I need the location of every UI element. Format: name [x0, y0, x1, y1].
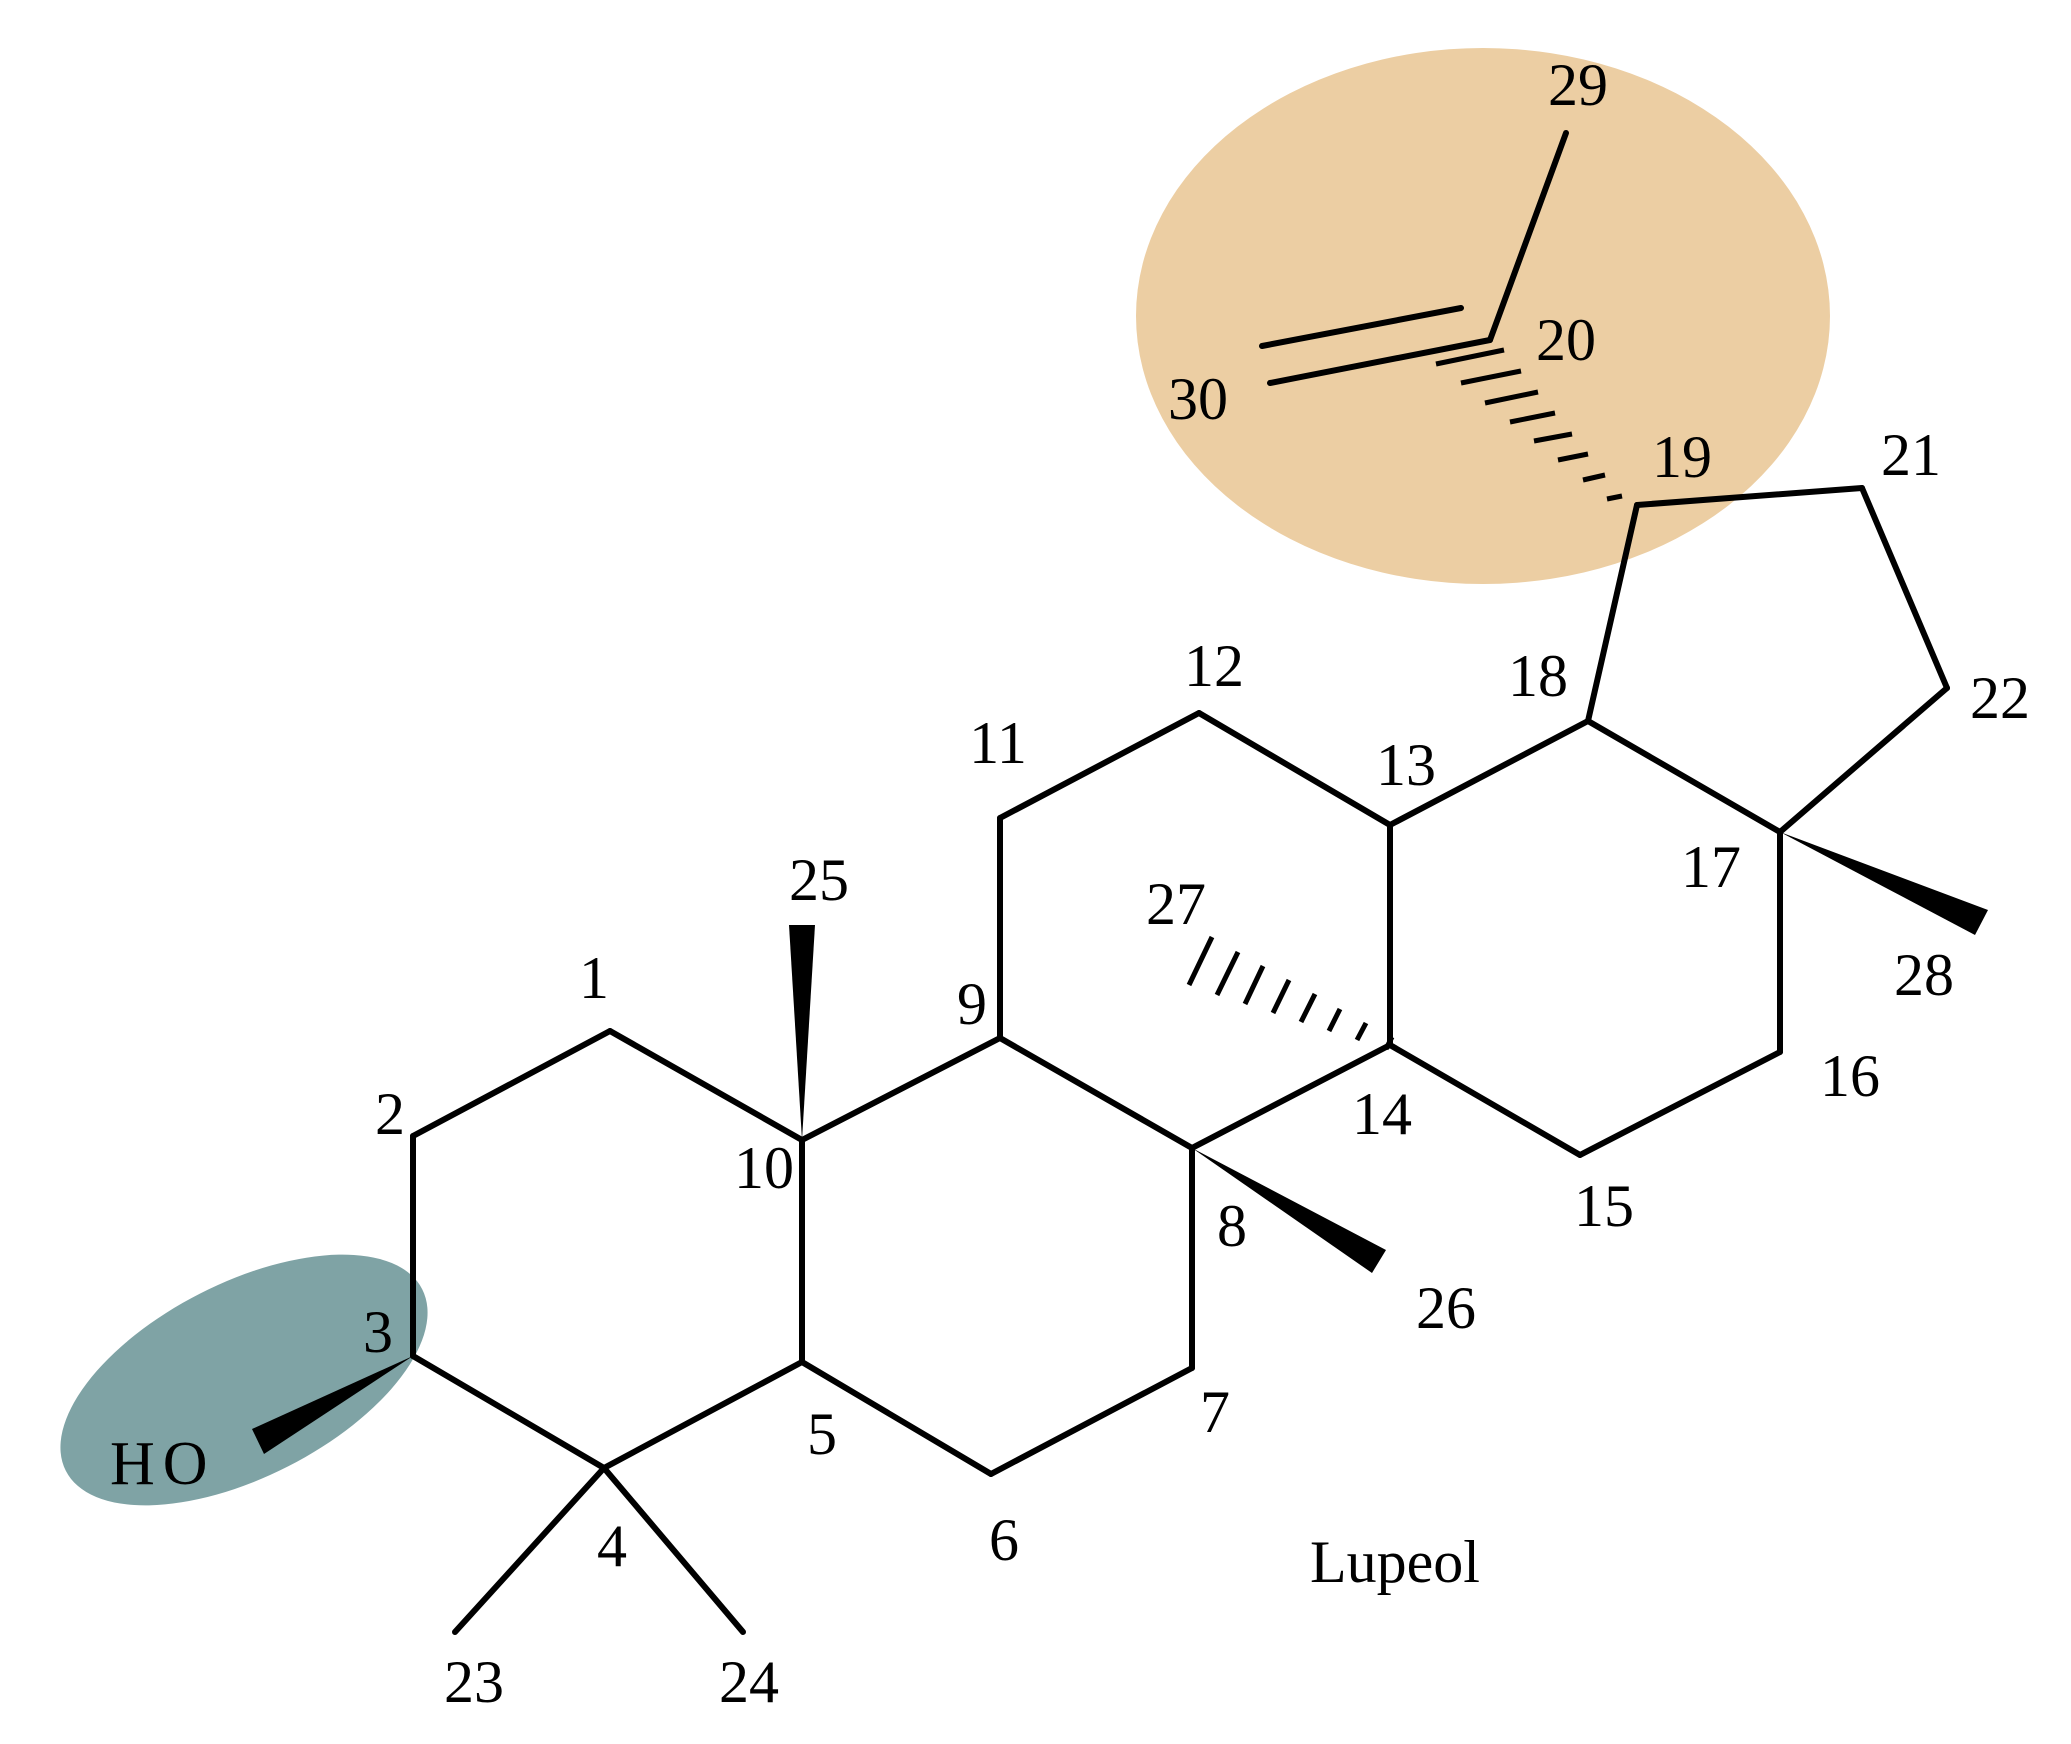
bond-c4-c24 [601, 1465, 746, 1635]
hydroxyl-label: HO [110, 1430, 216, 1498]
wedge-bond-c3-oh [252, 1356, 413, 1454]
bond-c20-c29 [1487, 130, 1569, 343]
wedge-bond-c17-c28 [1780, 832, 1988, 935]
label-c20: 20 [1536, 307, 1596, 373]
bond-c5-c6 [799, 1359, 994, 1477]
label-c8: 8 [1217, 1193, 1247, 1259]
label-c2: 2 [375, 1081, 405, 1147]
label-c24: 24 [719, 1649, 779, 1715]
bond-c14-c8 [1189, 1042, 1393, 1151]
label-c10: 10 [734, 1135, 794, 1201]
label-c7: 7 [1200, 1379, 1230, 1445]
label-c4: 4 [597, 1513, 627, 1579]
bond-c20-c30-outer [1267, 337, 1493, 386]
bond-c1-c2 [410, 1028, 613, 1139]
hashed-bond-c19-c20 [1435, 347, 1623, 502]
wedge-bond-c10-c25 [789, 925, 815, 1140]
label-c9: 9 [957, 971, 987, 1037]
label-c21: 21 [1881, 422, 1941, 488]
bond-c4-c5 [601, 1359, 805, 1471]
bond-c15-c16 [1577, 1049, 1783, 1158]
atom-labels: 1 2 3 4 5 6 7 8 9 10 11 12 13 14 15 16 1… [363, 52, 2030, 1715]
label-c26: 26 [1416, 1275, 1476, 1341]
label-c17: 17 [1681, 834, 1741, 900]
label-c1: 1 [579, 945, 609, 1011]
hydroxyl-highlight [60, 1254, 428, 1506]
bond-skeleton [410, 130, 1950, 1635]
label-c14: 14 [1352, 1081, 1412, 1147]
bond-c10-c1 [607, 1028, 805, 1143]
bond-c19-c21 [1634, 485, 1865, 508]
bond-c20-c30-inner [1259, 305, 1464, 349]
label-c13: 13 [1376, 732, 1436, 798]
label-c28: 28 [1894, 942, 1954, 1008]
bond-c8-c9 [997, 1035, 1195, 1151]
bond-c12-c13 [1196, 710, 1393, 828]
bond-c9-c10 [799, 1035, 1003, 1143]
bond-c18-c19 [1585, 502, 1640, 724]
molecule-name: Lupeol [1310, 1529, 1480, 1595]
label-c22: 22 [1970, 665, 2030, 731]
bond-c6-c7 [988, 1365, 1195, 1477]
label-c30: 30 [1168, 366, 1228, 432]
bond-c18-c13 [1387, 718, 1591, 828]
bond-c4-c23 [452, 1465, 607, 1635]
label-c29: 29 [1548, 52, 1608, 118]
label-c23: 23 [444, 1649, 504, 1715]
label-c16: 16 [1820, 1043, 1880, 1109]
label-c15: 15 [1574, 1173, 1634, 1239]
label-c12: 12 [1184, 633, 1244, 699]
label-c6: 6 [989, 1507, 1019, 1573]
bond-c3-c4 [410, 1353, 607, 1471]
bond-c22-c17 [1777, 685, 1950, 835]
isopropenyl-highlight [1136, 48, 1830, 584]
wedge-bond-c8-c26 [1192, 1148, 1386, 1273]
bond-c21-c22 [1859, 485, 1950, 691]
label-c11: 11 [969, 710, 1027, 776]
bond-c14-c15 [1387, 1042, 1583, 1158]
bond-c11-c12 [997, 710, 1202, 821]
label-c5: 5 [807, 1401, 837, 1467]
label-c25: 25 [789, 847, 849, 913]
label-c3: 3 [363, 1299, 393, 1365]
label-c18: 18 [1508, 643, 1568, 709]
bond-c17-c18 [1585, 718, 1783, 835]
label-c19: 19 [1652, 424, 1712, 490]
label-c27: 27 [1146, 871, 1206, 937]
hashed-bond-c14-c27 [1186, 935, 1395, 1051]
